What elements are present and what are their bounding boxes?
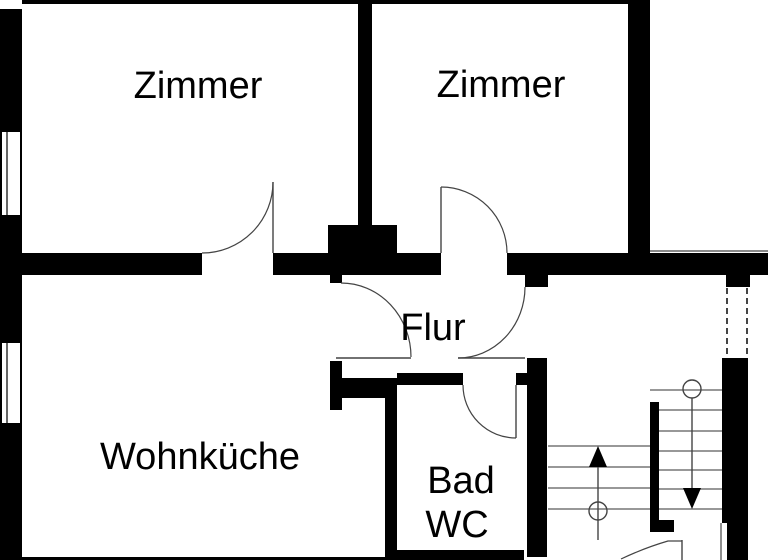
window-zimmer-left-icon <box>0 130 22 217</box>
wall-bad-top <box>397 373 463 385</box>
stairs <box>548 379 722 540</box>
label-flur: Flur <box>400 307 466 349</box>
label-wohnkueche: Wohnküche <box>100 436 300 478</box>
wall-bad-right-stairwell <box>527 358 547 557</box>
wall-bad-left <box>385 378 397 560</box>
door-arc-zimmer-right <box>440 186 508 254</box>
door-arc-flur-entrance <box>457 286 526 359</box>
circle-marker <box>682 379 702 399</box>
stair-up-arrow <box>588 446 608 540</box>
door-arc-bad <box>462 384 517 439</box>
label-wc: WC <box>425 504 488 546</box>
wall-main-horizontal-center <box>273 253 441 275</box>
door-arc-wohnkueche <box>340 282 412 358</box>
wall-left-upper <box>0 9 22 130</box>
doors <box>201 181 683 560</box>
label-zimmer-right: Zimmer <box>437 64 566 106</box>
stair-treads-upper <box>650 389 722 510</box>
arrow-down-icon <box>683 488 701 509</box>
door-arc-building-entrance <box>620 540 682 560</box>
wall-flur-kitchen-jamb <box>330 361 342 410</box>
wall-bad-top-stub <box>516 373 528 385</box>
door-arc-zimmer-left <box>201 181 274 254</box>
stair-down-arrow <box>682 379 702 509</box>
wall-main-horizontal-left <box>22 253 202 275</box>
wall-zimmer-right-outer <box>628 0 650 253</box>
wall-main-horizontal-right <box>507 253 768 275</box>
wall-bad-bottom <box>397 550 524 560</box>
dashed-opening <box>726 288 748 358</box>
wall-between-zimmer <box>358 4 372 225</box>
wall-stub-flur-left <box>330 275 342 283</box>
label-bad: Bad <box>427 460 495 502</box>
wall-left-middle <box>0 217 22 341</box>
wall-flur-bad-connector <box>342 378 397 398</box>
stair-divider-foot <box>650 520 674 532</box>
wall-right-outer-upper <box>726 273 750 287</box>
wall-right-outer-mid <box>722 358 748 523</box>
stair-treads-lower <box>548 445 650 510</box>
wall-top <box>22 0 650 4</box>
stair-divider-wall <box>650 402 659 530</box>
windows <box>0 130 22 425</box>
wall-bottom-strip <box>22 557 397 560</box>
wall-junction-block <box>328 225 397 253</box>
arrow-up-icon <box>589 446 607 467</box>
wall-stub-flur-right <box>525 275 548 287</box>
wall-left-lower <box>0 425 22 560</box>
label-zimmer-left: Zimmer <box>134 65 263 107</box>
wall-right-outer-lower <box>727 523 748 560</box>
window-wohnkueche-icon <box>0 341 22 425</box>
wall-edges <box>650 250 768 560</box>
room-labels: Zimmer Zimmer Flur Wohnküche Bad WC <box>100 64 566 546</box>
